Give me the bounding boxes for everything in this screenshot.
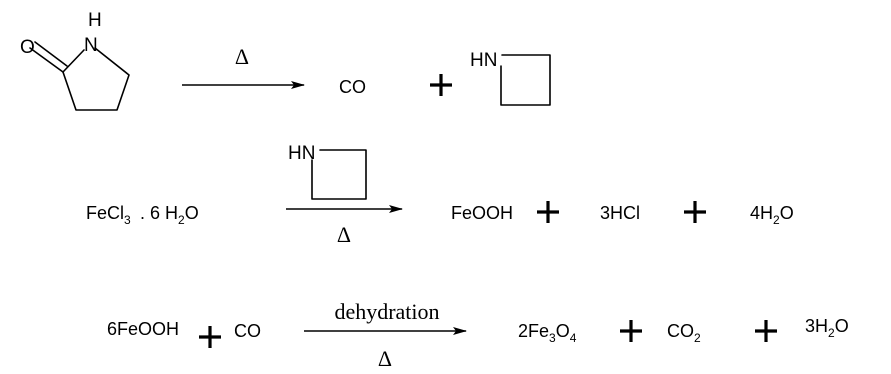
azetidine-1-ring [500,54,551,106]
pyrrolidone-structure: O N H [20,10,130,111]
reaction-1: O N H Δ CO HN [20,10,551,111]
reaction-3-plus-1 [620,320,642,342]
reaction-3-reactant-feooh: 6FeOOH [107,319,179,339]
reaction-2-reactant-fecl3: FeCl3 [86,203,131,227]
pyrrolidone-ring-bonds [62,47,130,111]
reaction-3-heat-label: Δ [378,346,392,371]
reaction-2-product-hcl: 3HCl [600,203,640,223]
reaction-2: FeCl3 . 6 H2O HN Δ FeOOH 3HCl 4H2O [86,143,794,247]
reaction-2-plus-2 [684,201,706,223]
reaction-3-plus-0 [199,326,221,348]
carbonyl-bond-2 [34,41,68,67]
reaction-3-product-fe3o4: 2Fe3O4 [518,321,577,345]
reaction-3-dehydration-label: dehydration [334,299,439,324]
azetidine-2-hn-label: HN [288,143,315,164]
reaction-2-reactant-hydrate: . 6 H2O [140,203,199,227]
reaction-2-plus-1 [537,201,559,223]
azetidine-structure-2: HN [288,143,367,200]
reaction-3: 6FeOOH CO dehydration Δ 2Fe3O4 CO2 3H2O [107,299,849,371]
reaction-1-product-co: CO [339,77,366,97]
oxygen-label: O [20,37,35,58]
reaction-3-product-water: 3H2O [805,316,849,340]
reaction-2-heat-label: Δ [337,222,351,247]
azetidine-2-ring [311,149,367,200]
reaction-3-reactant-co: CO [234,321,261,341]
azetidine-structure-1: HN [470,50,551,106]
azetidine-1-hn-label: HN [470,50,497,71]
nitrogen-label: N [84,35,98,56]
reaction-2-product-water: 4H2O [750,203,794,227]
carbonyl-bond-1 [29,47,64,73]
hydrogen-label: H [88,10,102,31]
reaction-2-product-feooh: FeOOH [451,203,513,223]
amide-cn-bond [62,49,85,73]
reaction-1-heat-label: Δ [235,44,249,69]
reaction-3-product-co2: CO2 [667,321,701,345]
reaction-1-plus [430,74,452,96]
reaction-3-plus-2 [755,320,777,342]
